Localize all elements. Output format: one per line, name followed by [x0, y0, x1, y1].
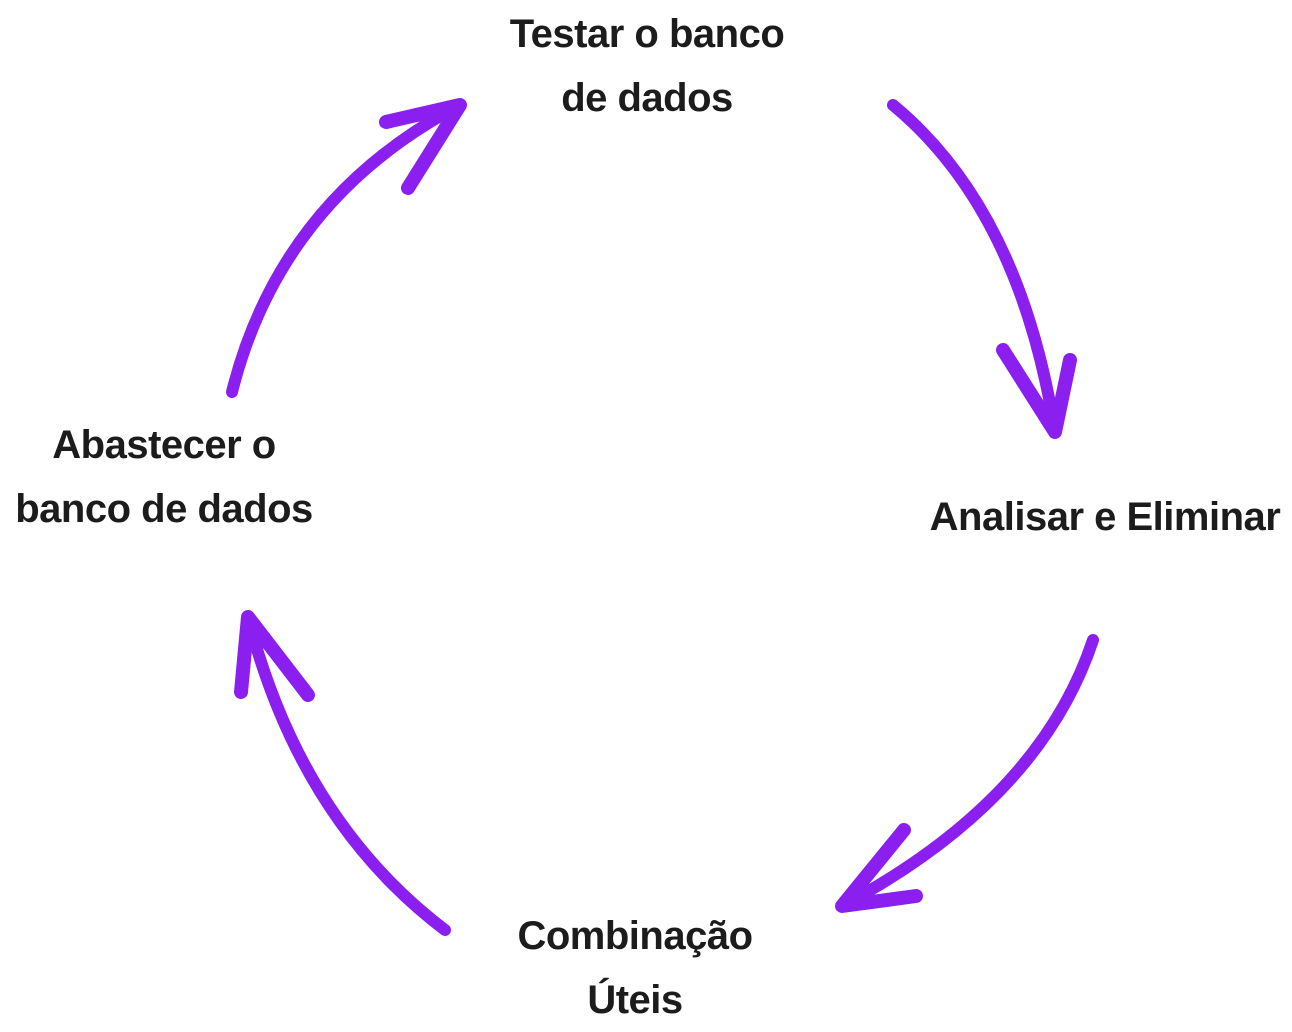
step-combine-line1: Combinação	[517, 914, 753, 958]
step-combine-line2: Úteis	[587, 978, 683, 1022]
step-analyze-line1: Analisar e Eliminar	[929, 495, 1281, 539]
step-analyze-eliminate: Analisar e Eliminar	[905, 485, 1292, 549]
step-test-line1: Testar o banco	[509, 12, 785, 56]
arrow-combine-to-supply	[234, 610, 451, 936]
step-supply-line1: Abastecer o	[52, 423, 276, 467]
step-test-database: Testar o banco de dados	[447, 2, 847, 130]
step-useful-combination: Combinação Úteis	[435, 904, 835, 1032]
arrow-analyze-to-combine	[835, 634, 1099, 913]
step-supply-line2: banco de dados	[15, 487, 313, 531]
step-test-line2: de dados	[561, 76, 733, 120]
step-supply-database: Abastecer o banco de dados	[0, 413, 364, 541]
arrow-test-to-analyze	[887, 99, 1077, 439]
arrow-supply-to-test	[226, 98, 467, 398]
